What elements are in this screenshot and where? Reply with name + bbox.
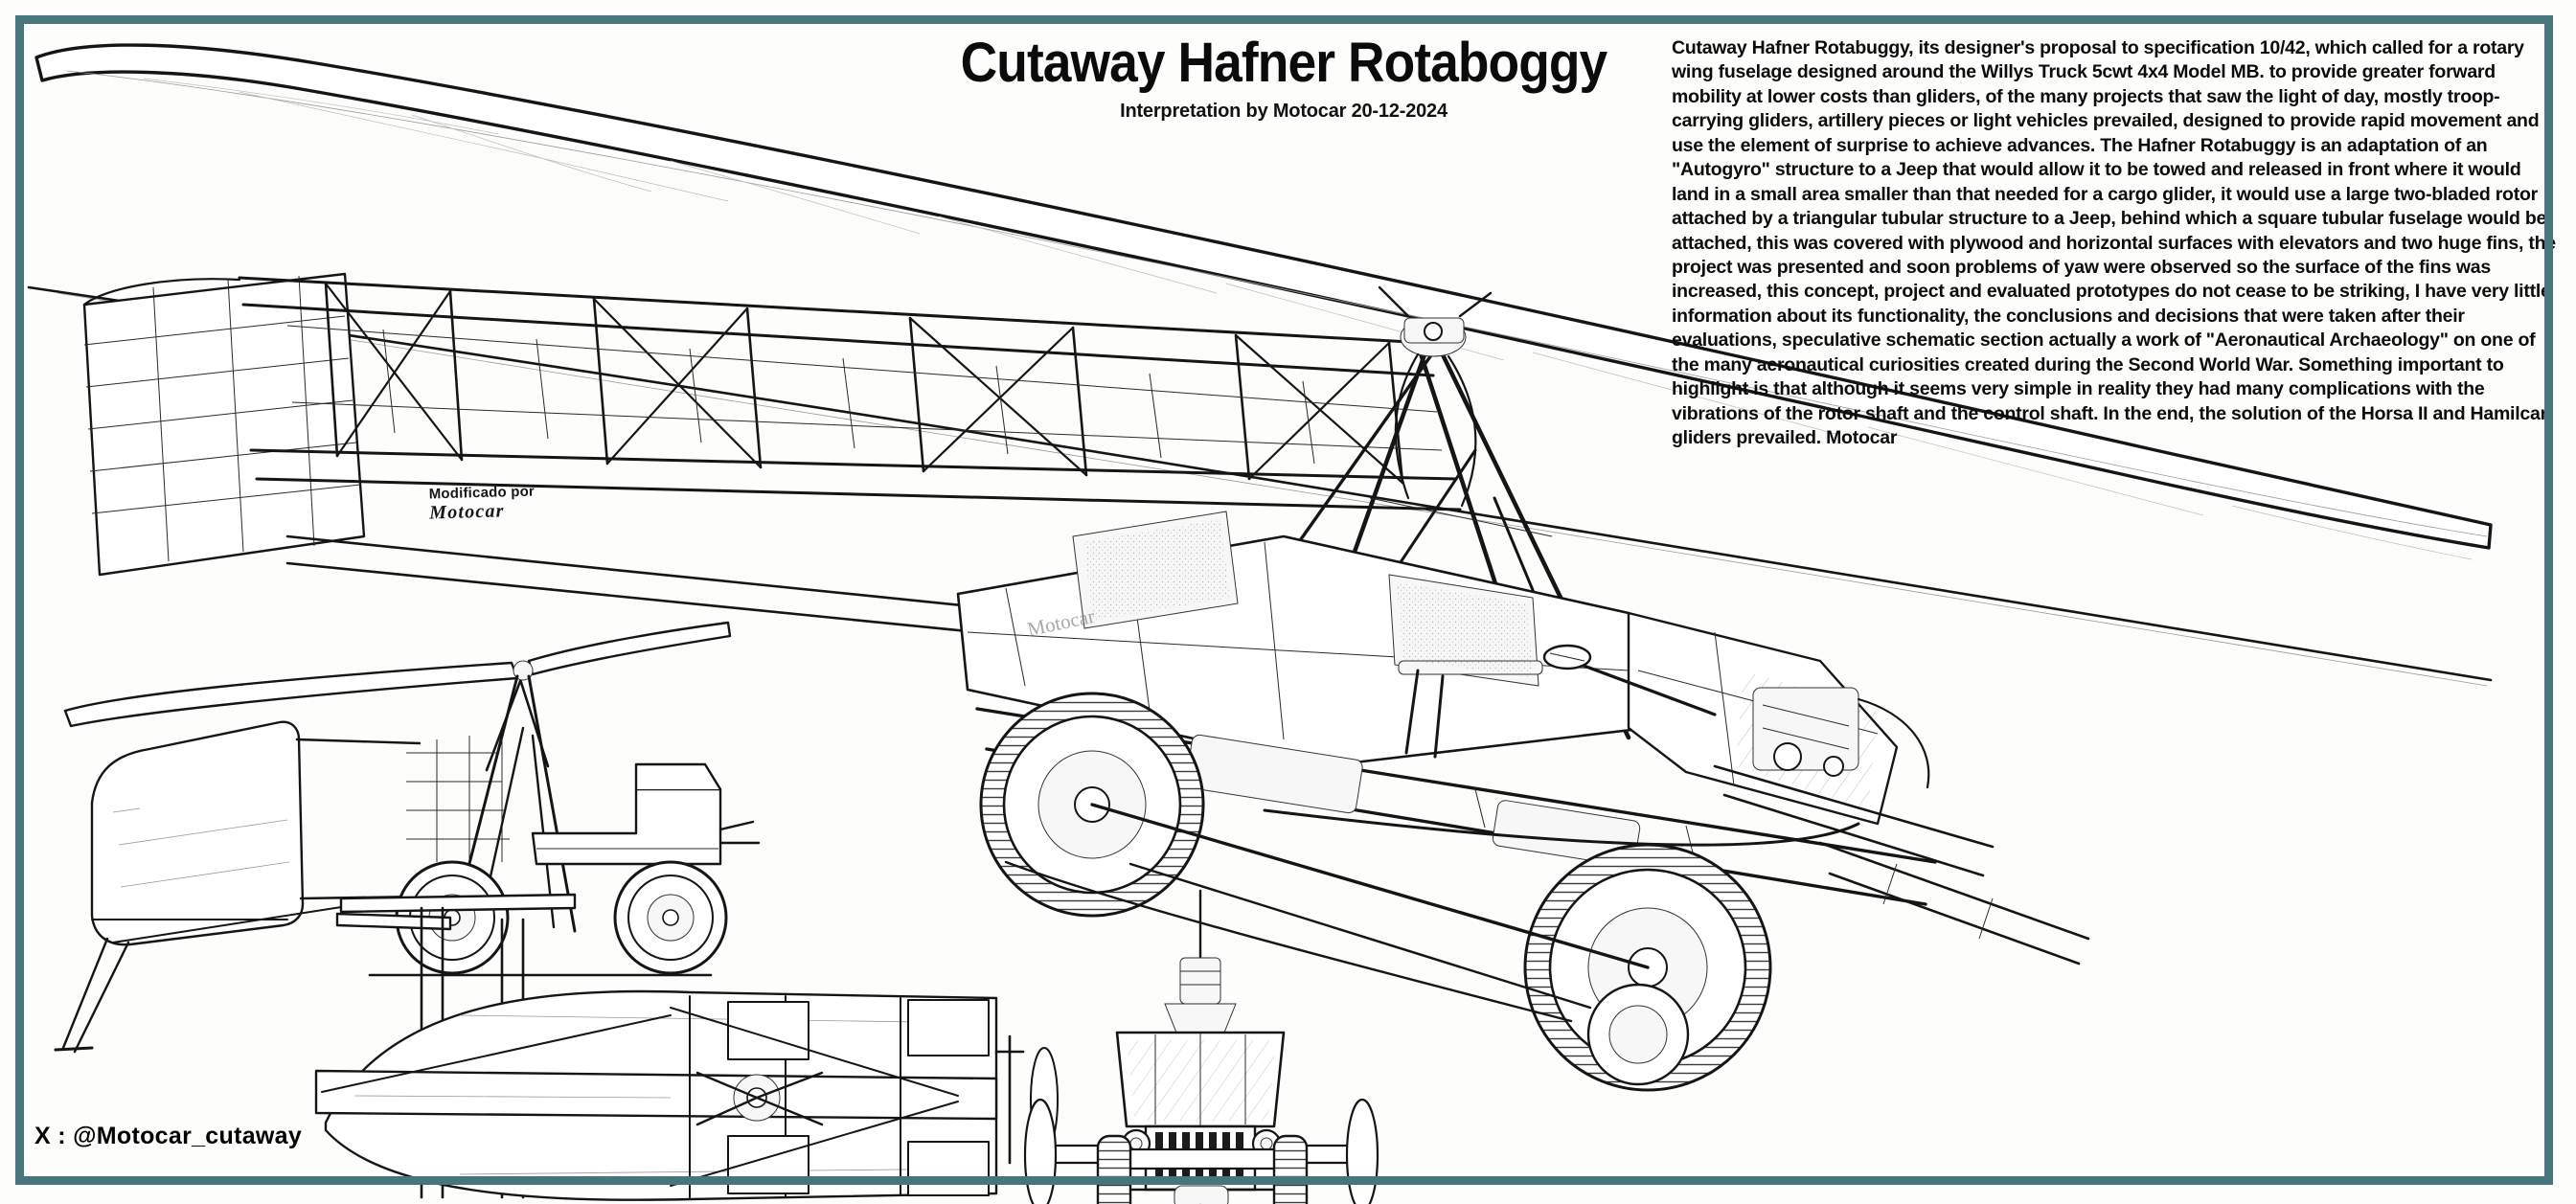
tail-fuselage-box bbox=[82, 272, 366, 577]
modified-by-signature: Motocar bbox=[428, 500, 505, 524]
title-block: Cutaway Hafner Rotaboggy Interpretation … bbox=[920, 34, 1648, 123]
social-handle: X : @Motocar_cutaway bbox=[34, 1123, 303, 1149]
rotor-blade-upper bbox=[34, 43, 2493, 560]
description-paragraph: Cutaway Hafner Rotabuggy, its designer's… bbox=[1672, 37, 2556, 448]
page-title: Cutaway Hafner Rotaboggy bbox=[960, 32, 1608, 94]
rotor-head bbox=[1378, 285, 1493, 357]
front-elevation-view bbox=[1023, 889, 1379, 1204]
page-subtitle: Interpretation by Motocar 20-12-2024 bbox=[1120, 101, 1448, 123]
side-view-front-wheel bbox=[613, 860, 728, 975]
main-view-far-wheel bbox=[1586, 983, 1690, 1086]
plan-top-view bbox=[314, 893, 1059, 1201]
tow-linkage bbox=[1818, 841, 2090, 965]
modified-by-stamp: Modificado por Motocar bbox=[428, 483, 536, 524]
engine-assembly bbox=[1752, 687, 1930, 789]
tubular-space-frame bbox=[238, 276, 1462, 649]
modified-by-label: Modificado por bbox=[428, 483, 536, 503]
steering-assembly bbox=[1542, 644, 1717, 716]
